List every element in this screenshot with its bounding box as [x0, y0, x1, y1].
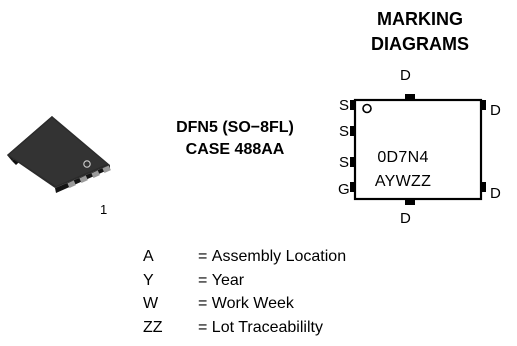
legend-meaning: Year — [211, 271, 245, 289]
marking-line-2: AYWZZ — [374, 173, 432, 190]
legend-code: Y — [143, 271, 154, 289]
top-pin-label: D — [400, 67, 411, 84]
legend-row: A = Assembly Location — [143, 245, 346, 269]
legend-equals: = — [198, 248, 208, 265]
legend-equals: = — [198, 295, 208, 313]
legend-row: ZZ = Lot Traceabililty — [143, 316, 346, 340]
dfn5-package-image — [7, 116, 111, 193]
right-pin-2-label: D — [490, 185, 501, 202]
legend-meaning: Assembly Location — [211, 248, 347, 265]
legend-equals: = — [198, 271, 208, 289]
legend-code: A — [143, 248, 154, 265]
marking-legend: A = Assembly Location Y = Year W = Work … — [143, 245, 346, 339]
left-pin-tab — [350, 100, 355, 110]
left-pin-tab — [350, 182, 355, 192]
heading-line-2: DIAGRAMS — [371, 34, 469, 54]
package-type: DFN5 (SO−8FL) — [176, 119, 294, 136]
marking-diagrams-heading: MARKING DIAGRAMS — [360, 7, 480, 57]
legend-row: Y = Year — [143, 269, 346, 293]
marking-line-1: 0D7N4 — [377, 149, 429, 166]
left-pin-1-label: S — [339, 97, 350, 114]
right-pin-tab — [481, 182, 486, 192]
left-pin-3-label: S — [339, 154, 350, 171]
pin-1-label: 1 — [100, 202, 108, 217]
legend-code: ZZ — [143, 318, 163, 336]
diagram-package-outline — [353, 98, 483, 201]
left-pin-2-label: S — [339, 123, 350, 140]
legend-code: W — [143, 295, 159, 313]
left-pin-4-label: G — [338, 181, 350, 198]
top-pin-tab — [405, 94, 415, 100]
legend-equals: = — [198, 318, 208, 336]
legend-meaning: Work Week — [211, 295, 294, 313]
legend-row: W = Work Week — [143, 292, 346, 316]
pin-1-indicator-icon — [362, 103, 372, 114]
package-name: DFN5 (SO−8FL) CASE 488AA — [150, 117, 320, 161]
heading-line-1: MARKING — [377, 9, 463, 29]
left-pin-tab — [350, 157, 355, 167]
bottom-pin-tab — [405, 199, 415, 205]
marking-code: 0D7N4 AYWZZ — [364, 146, 442, 194]
marking-diagram — [350, 94, 486, 205]
right-pin-1-label: D — [490, 102, 501, 119]
right-pin-tab — [481, 100, 486, 110]
legend-meaning: Lot Traceabililty — [211, 318, 323, 336]
left-pin-tab — [350, 126, 355, 136]
bottom-pin-label: D — [400, 210, 411, 227]
package-case: CASE 488AA — [185, 141, 285, 158]
